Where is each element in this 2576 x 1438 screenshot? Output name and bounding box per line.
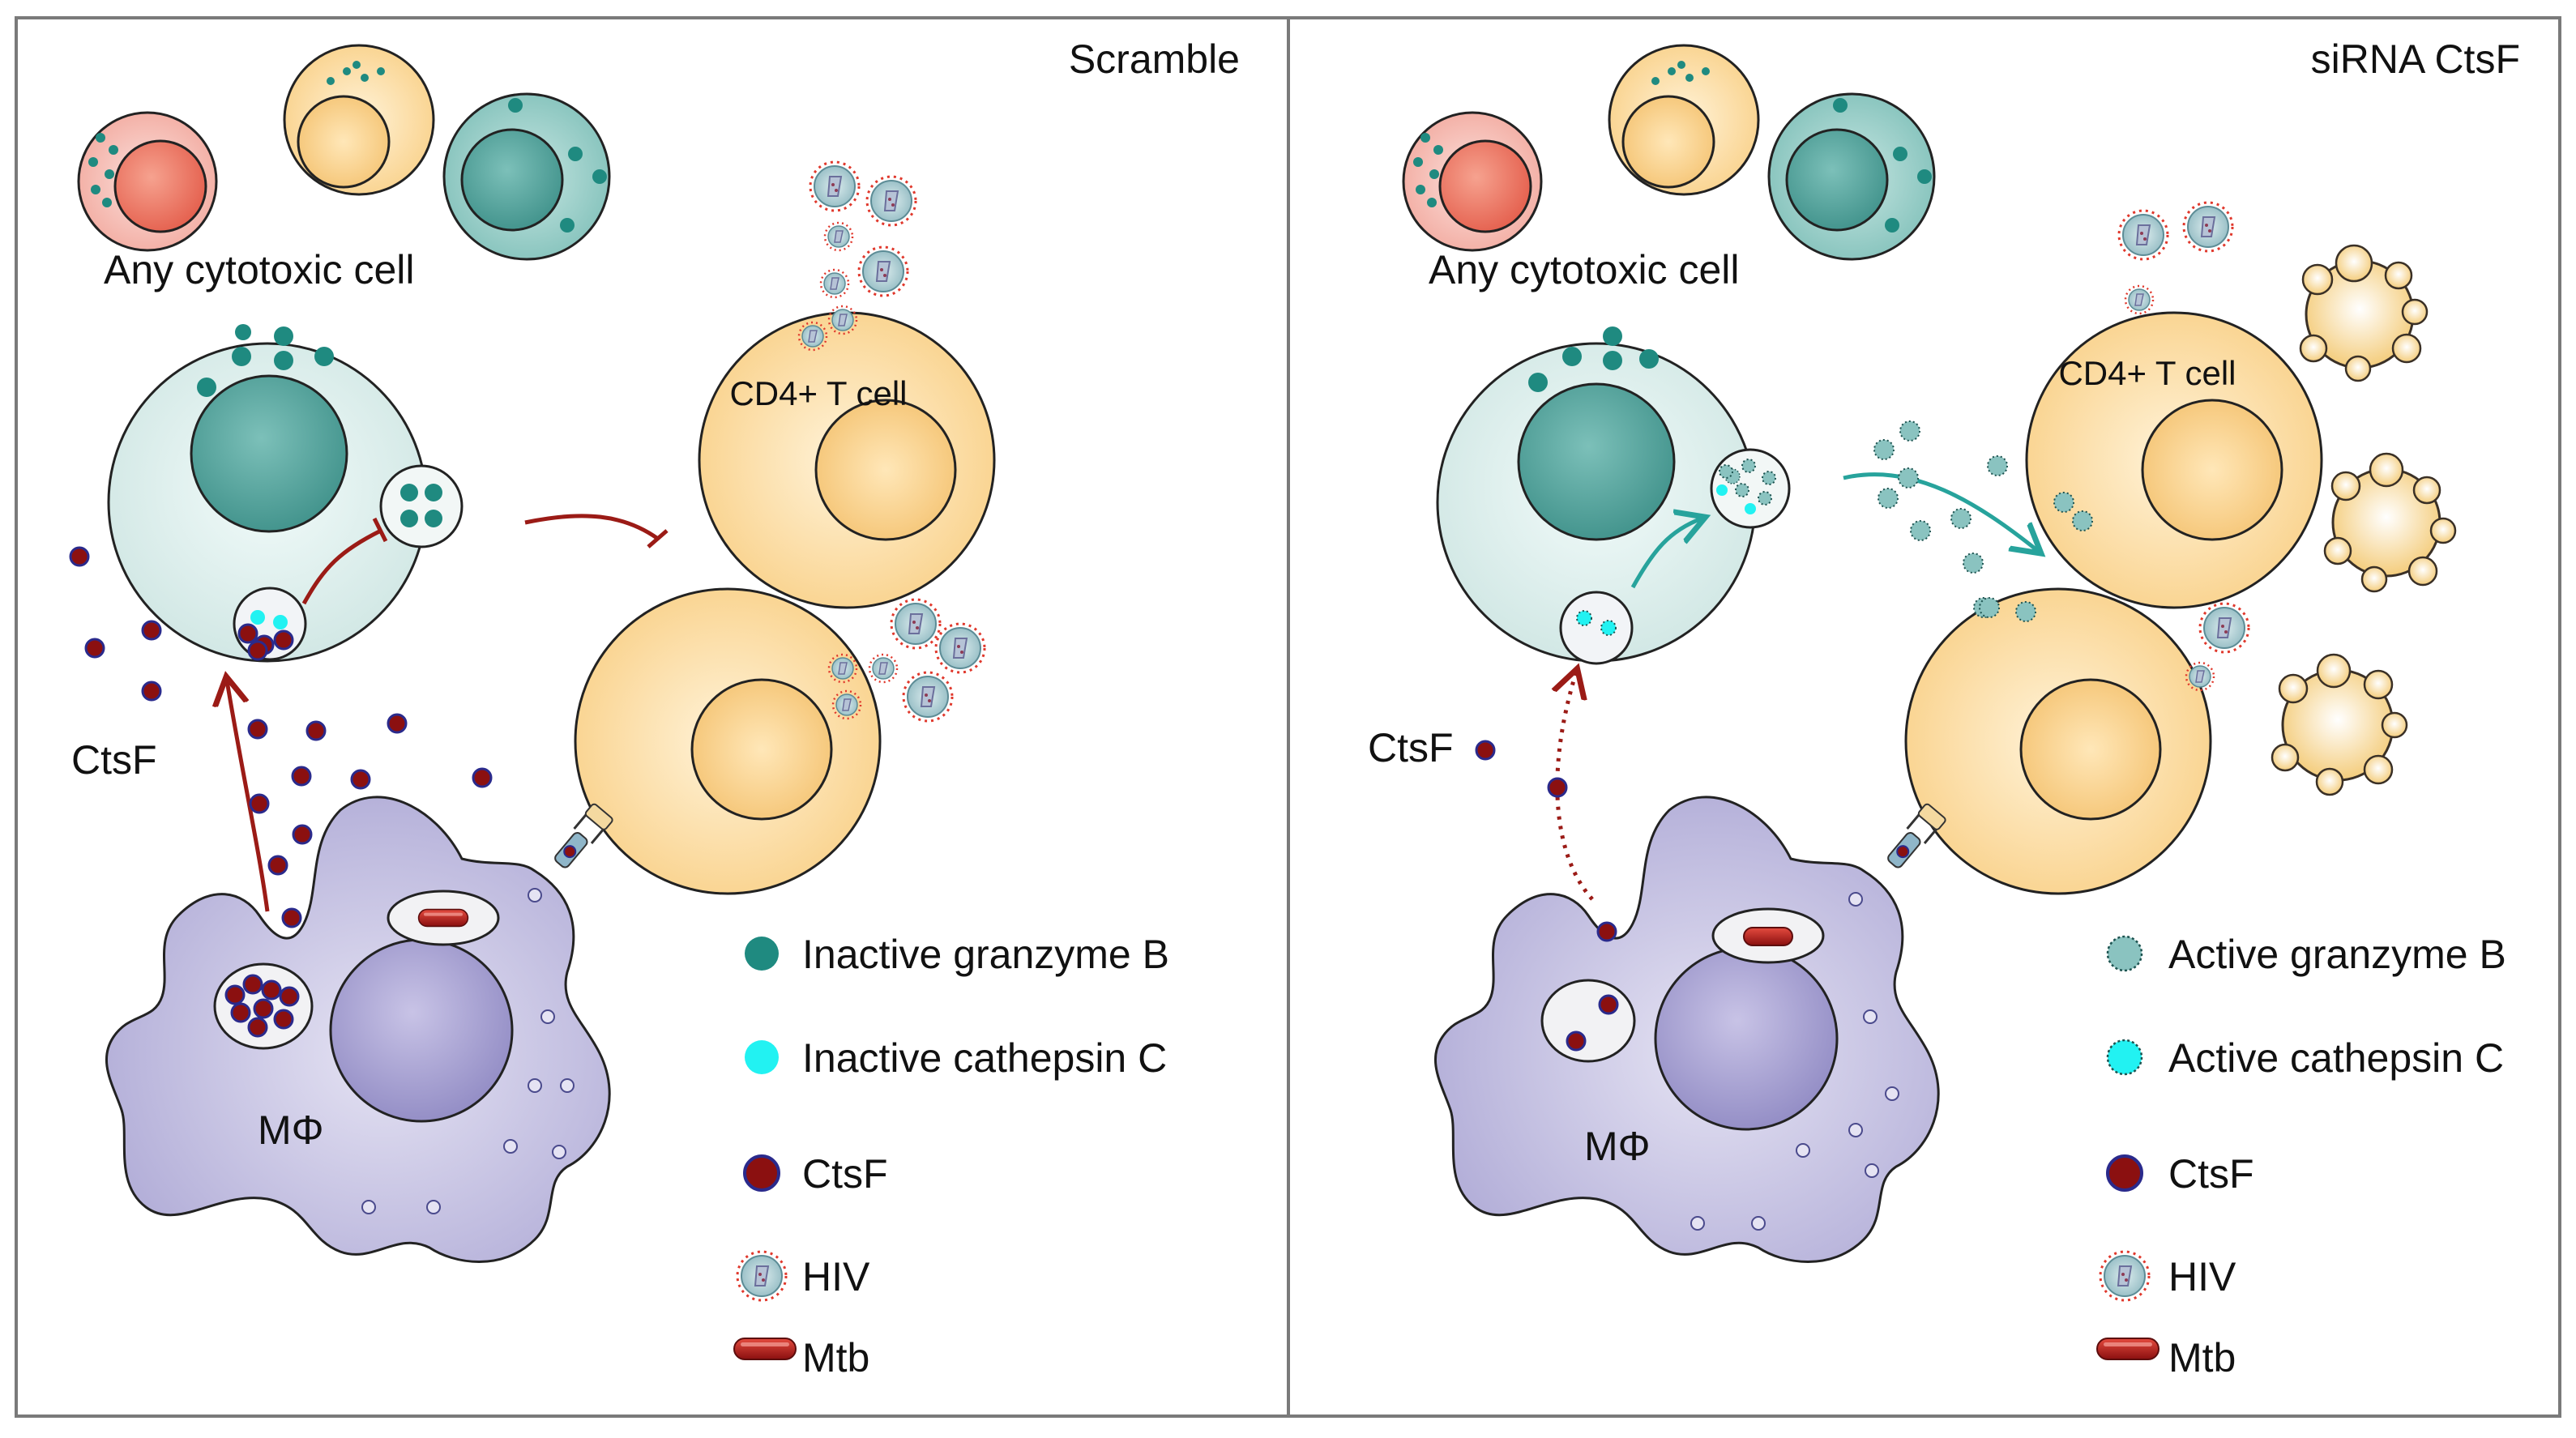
cytotoxic-cell-left	[107, 324, 464, 663]
phagosome-right	[1540, 979, 1636, 1063]
synapse-receptor-right	[1887, 803, 1946, 868]
cytotoxic-label-left: Any cytotoxic cell	[104, 247, 414, 292]
legend-left-item-3: HIV	[802, 1254, 870, 1299]
macrophage-left: MΦ	[105, 796, 611, 1263]
legend-left-item-0: Inactive granzyme B	[802, 932, 1169, 977]
cd4-tcell-right: CD4+ T cell	[2025, 311, 2323, 609]
hiv-icon	[2099, 1250, 2151, 1302]
phagosome-left	[213, 962, 314, 1050]
teal-cytotoxic-cell	[442, 92, 611, 261]
yellow-cytotoxic-cell-right	[1608, 44, 1760, 196]
ctsf-particle-right-1	[1475, 740, 1496, 761]
granule-right	[1710, 448, 1791, 529]
legend-left-item-4: Mtb	[802, 1335, 869, 1380]
endosome-right	[1559, 591, 1634, 665]
yellow-cytotoxic-cell	[283, 44, 435, 196]
arrow-endosome-to-granule-left	[301, 528, 382, 605]
mtb-icon	[733, 1338, 797, 1360]
hiv-icon	[736, 1250, 788, 1302]
macrophage-label-left: MΦ	[258, 1107, 324, 1153]
cathepsin-inactive-icon	[745, 1040, 779, 1074]
cd4-label-right: CD4+ T cell	[2058, 354, 2236, 392]
panel-left: Scramble Any cytotoxic cell	[69, 36, 1240, 1380]
mtb-icon	[2096, 1338, 2159, 1360]
mtb-vacuole-left	[387, 890, 500, 946]
ctsf-label-right: CtsF	[1368, 725, 1454, 770]
macrophage-label-right: MΦ	[1584, 1124, 1651, 1169]
ctsf-icon	[743, 1154, 780, 1192]
ctsf-particle-right-2	[1547, 777, 1568, 798]
ctsf-label-left: CtsF	[71, 737, 157, 783]
legend-left-item-2: CtsF	[802, 1151, 888, 1197]
legend-right-item-4: Mtb	[2168, 1335, 2236, 1380]
tcell-right	[1904, 587, 2212, 895]
legend-left: Inactive granzyme B Inactive cathepsin C…	[733, 932, 1169, 1380]
apoptotic-cell-1	[2299, 244, 2429, 382]
tcell-left	[574, 587, 882, 895]
cd4-label-left: CD4+ T cell	[729, 374, 907, 412]
panel-right-border	[1287, 16, 2561, 1418]
macrophage-right: MΦ	[1434, 796, 1940, 1263]
apoptotic-cell-2	[2323, 452, 2457, 593]
teal-cytotoxic-cell-right	[1767, 92, 1936, 261]
macrophage-vesicles-left	[361, 888, 575, 1214]
arrow-endosome-to-granule-right	[1630, 518, 1702, 589]
endosome-left	[233, 587, 307, 661]
pink-cytotoxic-cell-right	[1402, 111, 1543, 252]
mtb-vacuole-right	[1711, 907, 1825, 964]
synapse-receptor-left	[554, 803, 613, 868]
panel-title-left: Scramble	[1069, 36, 1240, 82]
pink-cytotoxic-cell	[77, 111, 218, 252]
legend-right-item-3: HIV	[2168, 1254, 2236, 1299]
inhibit-arrow-left	[524, 514, 660, 541]
panel-title-right: siRNA CtsF	[2311, 36, 2520, 82]
cytotoxic-cell-right	[1436, 326, 1791, 665]
legend-right: Active granzyme B Active cathepsin C Cts…	[2096, 932, 2506, 1380]
cytotoxic-label-right: Any cytotoxic cell	[1429, 247, 1739, 292]
macrophage-vesicles-right	[1690, 892, 1899, 1231]
granzyme-active-icon	[2106, 935, 2143, 972]
legend-right-item-2: CtsF	[2168, 1151, 2254, 1197]
apoptotic-cell-3	[2271, 653, 2408, 796]
legend-right-item-1: Active cathepsin C	[2168, 1035, 2504, 1081]
granzyme-inactive-icon	[745, 937, 779, 971]
cathepsin-active-icon	[2106, 1039, 2143, 1076]
cd4-tcell-left: CD4+ T cell	[698, 311, 996, 609]
arrow-macrophage-to-cytotoxic-left	[227, 681, 270, 912]
arrow-macrophage-to-cytotoxic-right	[1557, 672, 1594, 901]
legend-right-item-0: Active granzyme B	[2168, 932, 2506, 977]
arrow-granzyme-release-right	[1843, 472, 2038, 551]
granule-left	[379, 464, 464, 548]
ctsf-icon	[2106, 1154, 2143, 1192]
legend-left-item-1: Inactive cathepsin C	[802, 1035, 1167, 1081]
panel-right: siRNA CtsF Any cytotoxic cell	[1368, 36, 2520, 1380]
